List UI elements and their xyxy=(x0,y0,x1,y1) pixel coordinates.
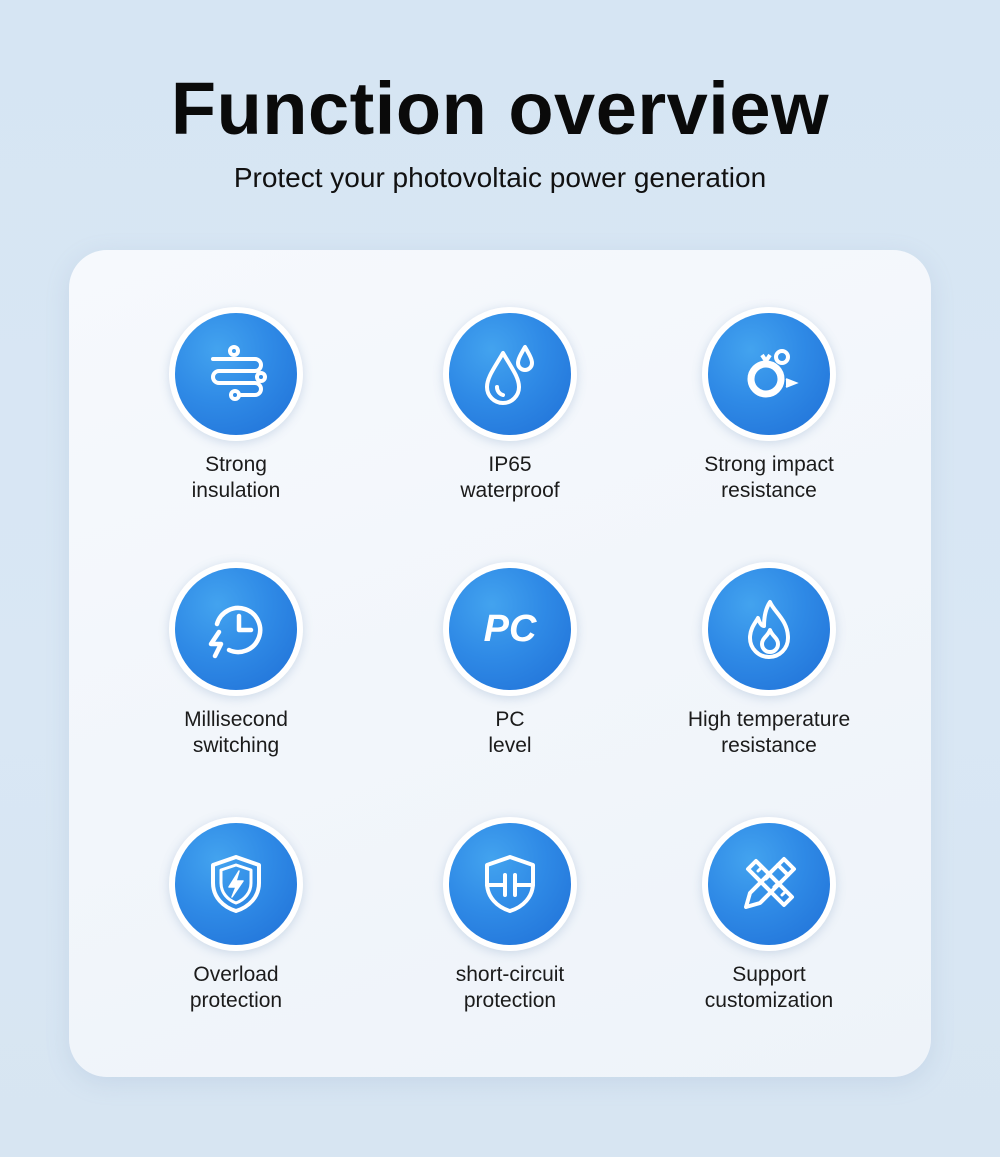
page-subtitle: Protect your photovoltaic power generati… xyxy=(233,162,767,193)
feature-label: Overload protection xyxy=(189,963,283,1012)
shield-bolt-icon xyxy=(211,855,261,913)
feature-label: Strong insulation xyxy=(191,453,281,502)
pencil-ruler-icon xyxy=(744,857,796,909)
feature-label: Strong impact resistance xyxy=(704,453,834,502)
sliders-icon xyxy=(211,345,267,401)
shield-circuit-icon xyxy=(485,855,535,913)
clock-lightning-icon xyxy=(208,605,263,659)
feature-label: IP65 waterproof xyxy=(460,453,560,502)
svg-text:PC: PC xyxy=(484,608,537,650)
feature-label: High temperature resistance xyxy=(687,708,851,757)
flame-icon xyxy=(748,600,790,659)
pc-text-icon: PC xyxy=(484,608,537,650)
impact-ring-icon xyxy=(747,349,799,398)
feature-label: Millisecond switching xyxy=(184,708,288,757)
feature-label: short-circuit protection xyxy=(455,963,565,1012)
water-drop-icon xyxy=(485,345,534,405)
page-title: Function overview xyxy=(170,67,830,150)
features-card: Strong insulation IP65 waterproof xyxy=(69,250,931,1077)
feature-label: Support customization xyxy=(704,963,834,1012)
feature-label: PC level xyxy=(488,708,532,757)
